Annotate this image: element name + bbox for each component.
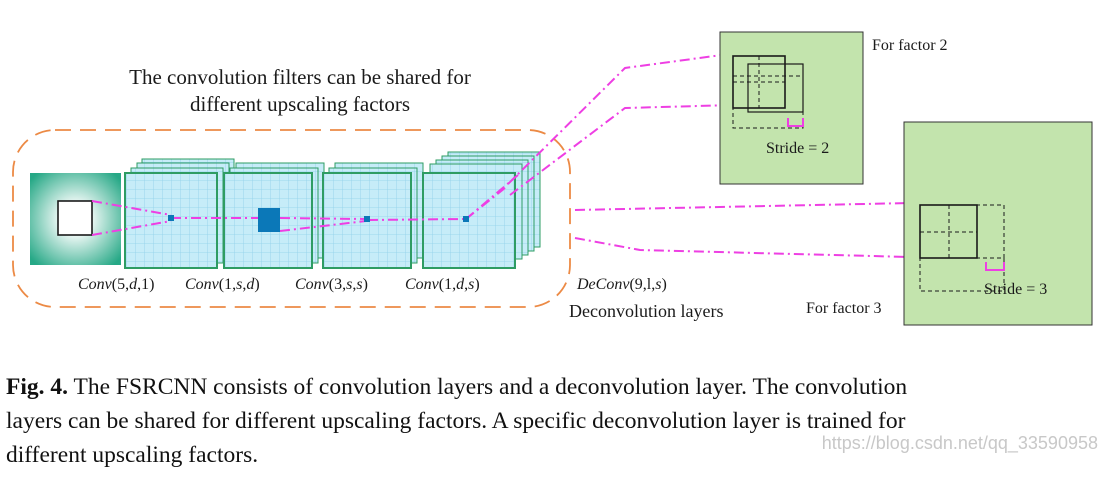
stride3-label: Stride = 3	[984, 281, 1047, 298]
caption-line-3: different upscaling factors.	[6, 442, 259, 468]
stride2-label: Stride = 2	[766, 140, 829, 157]
filter-patch	[258, 208, 280, 232]
deconv-label: DeConv(9,l,s)	[576, 276, 667, 293]
feature-map-stack-4	[422, 151, 541, 269]
filter-dot-2	[364, 216, 370, 222]
conv-label-3: Conv(3,s,s)	[295, 276, 368, 293]
shared-conv-region	[12, 129, 571, 308]
caption-line-1: Fig. 4. The FSRCNN consists of convoluti…	[6, 370, 1106, 404]
feature-map-stack-3	[322, 162, 424, 269]
factor2-stride-bracket	[787, 118, 804, 127]
deconv-layers-label: Deconvolution layers	[569, 301, 723, 321]
factor3-label: For factor 3	[806, 300, 882, 317]
shared-note-line2: different upscaling factors	[190, 92, 410, 116]
feature-map-stack-1	[124, 158, 235, 269]
factor3-stride-bracket	[985, 262, 1005, 271]
conv-label-4: Conv(1,d,s)	[405, 276, 480, 293]
fig-label: Fig. 4.	[6, 374, 69, 400]
figure-caption: Fig. 4. The FSRCNN consists of convoluti…	[6, 370, 1106, 472]
shared-note-line1: The convolution filters can be shared fo…	[129, 65, 471, 89]
watermark: https://blog.csdn.net/qq_33590958	[821, 433, 1098, 453]
factor3-kernel-grid	[919, 204, 1005, 292]
conv-label-2: Conv(1,s,d)	[185, 276, 260, 293]
factor2-kernel-grid	[732, 55, 804, 129]
factor2-label: For factor 2	[872, 37, 948, 54]
conv-label-1: Conv(5,d,1)	[78, 276, 154, 293]
input-patch	[57, 200, 93, 236]
caption-line-1-text: The FSRCNN consists of convolution layer…	[68, 374, 908, 400]
caption-line-2: layers can be shared for different upsca…	[6, 408, 906, 434]
filter-dot-1	[168, 215, 174, 221]
layer-connectors	[91, 54, 911, 258]
filter-dot-3	[463, 216, 469, 222]
fsrcnn-diagram: The convolution filters can be shared fo…	[12, 31, 1093, 326]
